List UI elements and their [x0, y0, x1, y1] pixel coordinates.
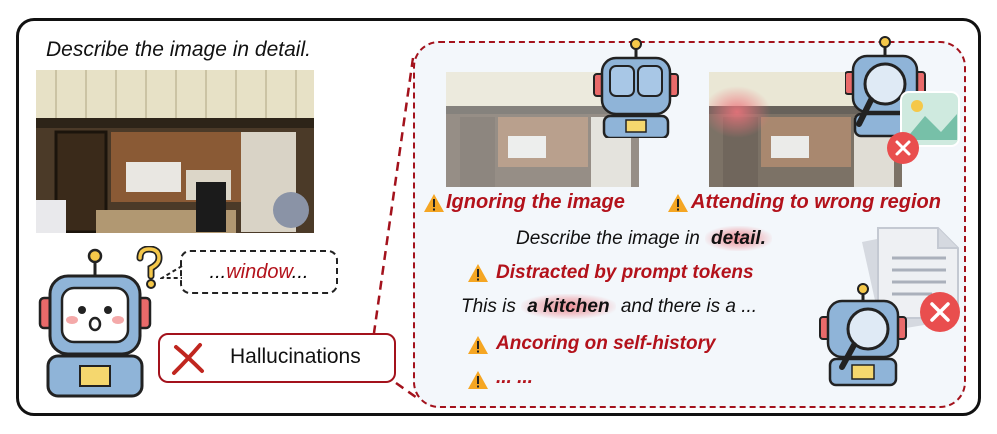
issue-more: ... ...	[496, 367, 533, 388]
issue-distracted: Distracted by prompt tokens	[496, 262, 754, 283]
warning-icon	[424, 194, 444, 212]
main-prompt: Describe the image in detail.	[46, 38, 311, 61]
history-post: and there is a ...	[615, 296, 758, 317]
panel-prompt-pre: Describe the image in	[516, 228, 706, 249]
thumbnail-ignored	[446, 72, 639, 187]
question-mark-icon	[134, 245, 164, 290]
history-sentence: This is a kitchen and there is a ...	[461, 294, 758, 319]
warning-icon	[468, 264, 488, 282]
callout-word: window	[226, 261, 292, 283]
cross-mark-icon	[172, 343, 204, 375]
panel-prompt-highlight: detail.	[705, 226, 772, 251]
hallucinations-box: Hallucinations	[158, 333, 396, 383]
figure-frame	[16, 18, 981, 416]
issue-wrong-region: Attending to wrong region	[691, 191, 941, 213]
warning-icon	[468, 336, 488, 354]
robot-inspecting-icon	[818, 283, 908, 387]
speech-callout: ...window...	[180, 250, 338, 294]
history-pre: This is	[461, 296, 522, 317]
issue-ignoring: Ignoring the image	[446, 191, 625, 213]
callout-suffix: ...	[291, 261, 309, 283]
robot-magnifier-icon	[844, 36, 965, 166]
callout-prefix: ...	[209, 261, 227, 283]
issue-anchoring: Ancoring on self-history	[496, 333, 716, 354]
history-highlight: a kitchen	[521, 294, 616, 319]
panel-prompt: Describe the image in detail.	[516, 226, 772, 251]
callout-tail	[160, 265, 183, 279]
robot-icon	[30, 248, 160, 398]
warning-icon	[668, 194, 688, 212]
kitchen-photo	[36, 70, 314, 233]
warning-icon	[468, 371, 488, 389]
robot-covering-eyes-icon	[588, 38, 684, 140]
hallucinations-label: Hallucinations	[230, 345, 361, 368]
thumbnail-wrong-region	[709, 72, 902, 187]
